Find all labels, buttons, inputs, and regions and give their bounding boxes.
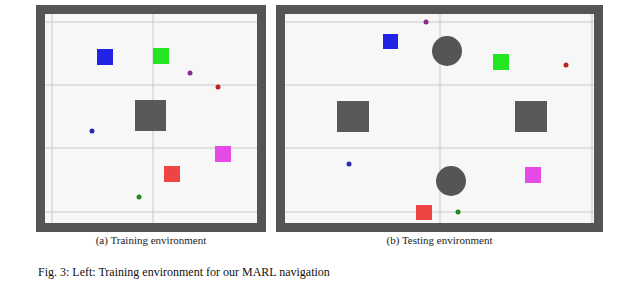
agent [564, 63, 569, 68]
magenta-goal [525, 167, 541, 183]
obstacle [337, 101, 369, 132]
agent [188, 71, 193, 76]
panel-frame [36, 5, 266, 232]
agent [90, 129, 95, 134]
panel-floor [285, 14, 594, 223]
red-goal [164, 166, 180, 182]
obstacle [135, 100, 166, 131]
panel-frame [276, 5, 603, 232]
obstacle [515, 101, 547, 132]
grid-lines [285, 14, 594, 223]
agent [347, 162, 352, 167]
blue-goal [97, 49, 113, 65]
grid-lines [45, 14, 257, 223]
obstacle [436, 166, 466, 196]
blue-goal [383, 34, 398, 49]
agent [456, 210, 461, 215]
agent [424, 20, 429, 25]
red-goal [416, 205, 432, 220]
magenta-goal [215, 146, 231, 162]
green-goal [153, 48, 169, 64]
agent [216, 85, 221, 90]
obstacle [432, 36, 462, 66]
agent [137, 195, 142, 200]
panel-floor [45, 14, 257, 223]
figure-caption: Fig. 3: Left: Training environment for o… [38, 265, 330, 280]
environment-panel: (a) Training environment [36, 5, 266, 251]
green-goal [493, 54, 509, 70]
panel-label: (a) Training environment [36, 234, 266, 246]
environment-panel: (b) Testing environment [276, 5, 603, 251]
panel-label: (b) Testing environment [276, 234, 603, 246]
